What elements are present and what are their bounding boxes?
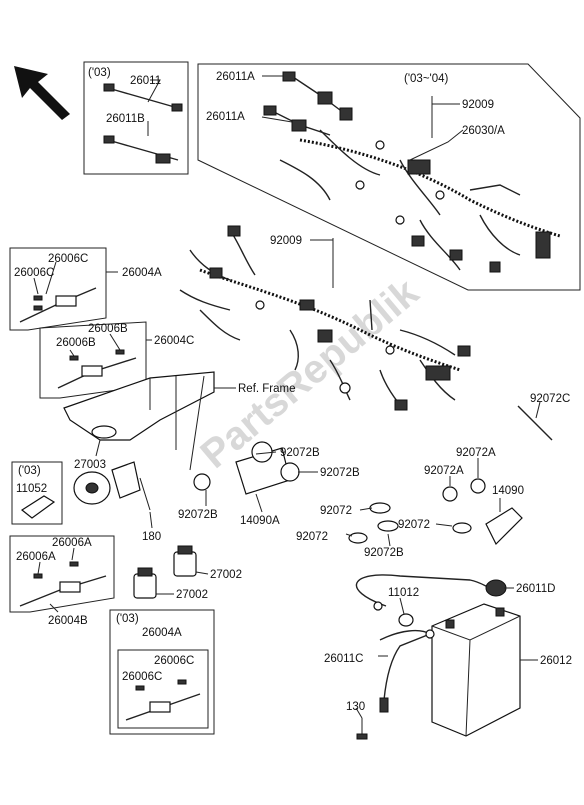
leader-92072B-4 [387,533,391,547]
cable-26011C-icon [379,629,435,713]
box-26004A-03 [109,609,215,735]
fuse-26004B-icon [19,561,107,607]
battery-icon [431,603,521,737]
part-92009-top: 92009 [462,99,494,111]
part-26011A-1: 26011A [216,71,255,83]
part-26004A-2: 26004A [142,627,182,639]
leader-26011 [147,79,161,103]
part-26006B-1: 26006B [88,323,128,335]
part-92072-2: 92072 [296,531,328,543]
wire-26011-icon [103,83,183,164]
relays-27002-icon [133,545,197,599]
part-92009-mid: 92009 [270,235,302,247]
part-92072B-4: 92072B [364,547,404,559]
part-92072B-3: 92072B [178,509,218,521]
note-03-11052: ('03) [18,465,41,477]
part-27002-2: 27002 [176,589,208,601]
leader-130 [355,707,363,719]
bracket-11052-icon [20,495,56,519]
leader-92072-3 [435,523,453,527]
leader-26004B [49,603,59,613]
part-11052: 11052 [16,483,47,495]
note-03-top-left: ('03) [88,67,111,79]
part-26006C-1: 26006C [48,253,88,265]
leader-26006C-2 [33,277,39,295]
part-26011: 26011 [130,75,161,87]
part-92072B-2: 92072B [320,467,360,479]
box-26004C [39,321,147,399]
leader-26006B-2 [69,349,75,357]
box-26004A [9,247,107,331]
part-26030A: 26030/A [462,125,505,137]
part-26004C: 26004C [154,335,194,347]
part-26011C: 26011C [324,653,363,665]
fuse-26004A-03-icon [125,679,201,721]
leader-92072-2 [345,533,353,537]
harness-26030A-icon [263,71,561,273]
cover-14090-icon [485,507,523,546]
main-harness-icon [179,225,471,411]
part-26006C-2: 26006C [14,267,54,279]
part-92072A-1: 92072A [456,447,496,459]
part-26004A-1: 26004A [122,267,162,279]
part-27003: 27003 [74,459,106,471]
clips-92072-icon [348,478,486,544]
horn-icon [73,461,151,511]
box-harness-26030A [197,63,581,291]
part-26006B-2: 26006B [56,337,96,349]
leader-26006A-1 [71,547,75,561]
box-26011-group [83,61,189,175]
leader-180 [149,511,153,529]
part-11012: 11012 [388,587,419,599]
front-arrow-icon [14,66,70,120]
cable-26011D-icon [355,574,507,627]
note-03-04: ('03~'04) [404,73,449,85]
part-180: 180 [142,531,161,543]
leader-92072B-1 [255,451,277,455]
part-26006A-2: 26006A [16,551,56,563]
leader-26030A [409,129,464,161]
fuse-26004A-icon [19,287,97,323]
leader-26006B-1 [109,333,121,351]
box-26006C-inner [117,649,209,729]
leader-14090A [255,493,263,513]
part-26011D: 26011D [516,583,555,595]
part-26006C-3: 26006C [154,655,194,667]
fuse-26004C-icon [57,349,137,389]
cover-14090A-icon [193,441,300,495]
part-26004B: 26004B [48,615,88,627]
part-26012: 26012 [540,655,572,667]
part-14090A: 14090A [240,515,280,527]
box-11052 [11,461,63,525]
part-92072C: 92072C [530,393,570,405]
leader-26011A-2 [261,116,293,123]
part-26011B: 26011B [106,113,145,125]
leader-27002-1 [195,571,209,575]
leader-92072C [535,401,541,419]
leader-26006C-1 [45,261,57,295]
part-92072-1: 92072 [320,505,352,517]
part-27002-1: 27002 [210,569,242,581]
part-92072B-1: 92072B [280,447,320,459]
leader-92072-1 [359,507,373,511]
leader-11012 [399,597,405,615]
part-130: 130 [346,701,365,713]
leader-26006A-2 [37,561,41,575]
part-92072-3: 92072 [398,519,430,531]
leader-27003 [95,439,101,457]
frame-bracket-icon [63,371,236,471]
tie-92072C-icon [517,405,553,441]
note-03-bottom: ('03) [116,613,139,625]
part-26006A-1: 26006A [52,537,92,549]
part-26011A-2: 26011A [206,111,245,123]
part-26006C-4: 26006C [122,671,162,683]
ref-frame-label: Ref. Frame [238,383,296,395]
part-92072A-2: 92072A [424,465,464,477]
bolt-130-icon [356,718,368,740]
box-26004B [9,535,115,613]
part-14090: 14090 [492,485,524,497]
